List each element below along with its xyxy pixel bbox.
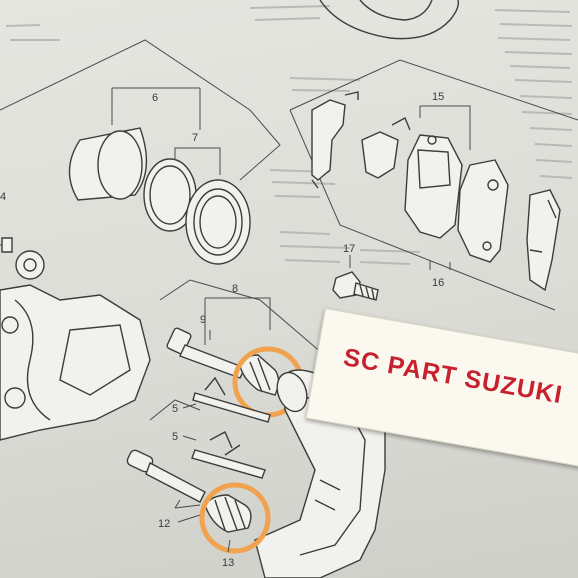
callout-7: 7 bbox=[192, 132, 198, 144]
frame-line-pads bbox=[289, 109, 556, 311]
leader-15 bbox=[419, 105, 471, 150]
frame-line-top bbox=[0, 39, 281, 181]
callout-17: 17 bbox=[343, 243, 355, 255]
sticker-text: SC PART SUZUKI bbox=[341, 343, 565, 410]
brake-disc-outline bbox=[319, 0, 460, 40]
callout-9: 9 bbox=[200, 314, 206, 326]
frame-line-lower bbox=[149, 399, 201, 421]
callout-6: 6 bbox=[152, 92, 158, 104]
pad-spring-upper bbox=[192, 376, 271, 423]
pad-shims bbox=[311, 91, 411, 189]
caliper-body bbox=[0, 250, 151, 441]
callout-13: 13 bbox=[222, 557, 234, 569]
pad-shim-right bbox=[526, 189, 561, 292]
pad-spring-lower bbox=[191, 431, 266, 479]
brake-disc-inner-outline bbox=[359, 0, 433, 21]
highlight-circle-lower bbox=[199, 482, 271, 554]
slide-pin-lower bbox=[126, 449, 206, 503]
frame-line-top-right bbox=[289, 59, 578, 121]
callout-12: 12 bbox=[158, 518, 170, 530]
bleeder-screw bbox=[1, 237, 13, 253]
callout-5-lower: 5 bbox=[172, 431, 178, 443]
leader-16 bbox=[429, 260, 451, 270]
frame-line-middle bbox=[159, 279, 331, 361]
slide-pin-upper bbox=[166, 327, 246, 379]
bolt bbox=[332, 271, 379, 301]
leader-7 bbox=[174, 147, 221, 175]
piston-group bbox=[68, 127, 251, 265]
pin-boot-lower bbox=[204, 494, 252, 533]
brake-pad-outer bbox=[457, 159, 509, 263]
brake-pad-inner bbox=[404, 134, 463, 239]
background-text-lines bbox=[5, 5, 573, 265]
piston-face bbox=[97, 130, 143, 200]
callout-16: 16 bbox=[432, 277, 444, 289]
leader-6 bbox=[111, 87, 201, 130]
callout-4: 4 bbox=[0, 191, 6, 203]
callout-5-upper: 5 bbox=[172, 403, 178, 415]
callout-15: 15 bbox=[432, 91, 444, 103]
leader-8-9 bbox=[204, 297, 271, 345]
dust-boot bbox=[185, 179, 251, 265]
callout-8: 8 bbox=[232, 283, 238, 295]
